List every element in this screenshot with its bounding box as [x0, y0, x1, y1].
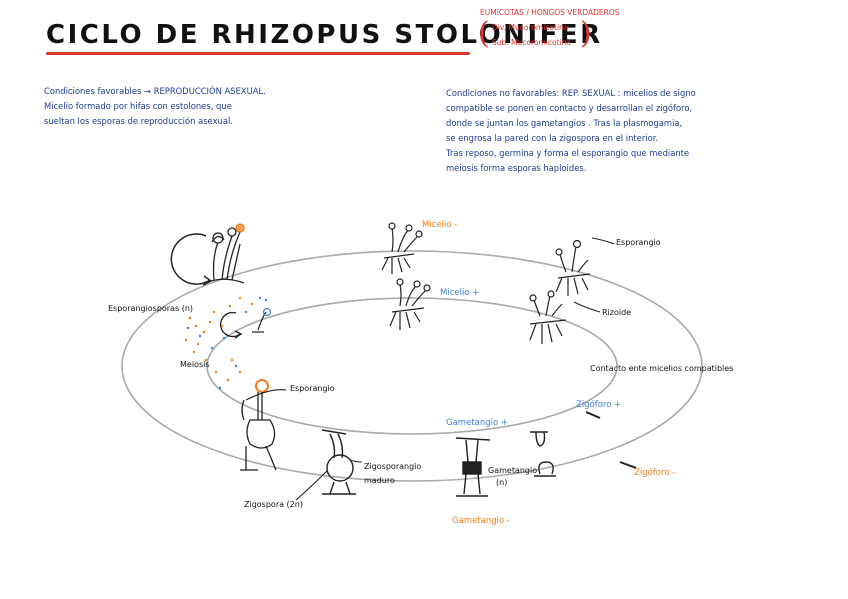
label-gametangio-n-ploidy: (n): [496, 478, 508, 487]
label-esporangiosporas: Esporangiosporas (n): [108, 304, 194, 313]
left-paren: (: [478, 16, 490, 51]
mycelium-right-lower: [529, 290, 567, 344]
label-meiosis: Meiosis: [180, 360, 210, 369]
inner-cycle-ellipse: [206, 297, 618, 435]
title-underline: [46, 52, 470, 55]
label-zigoforo-minus: Zigóforo -: [634, 468, 676, 478]
label-esporangio-left: Esporangio: [290, 384, 335, 393]
spores-scatter-blue: [186, 296, 268, 390]
taxonomy-line-3: Sub. Mucoromicotina: [492, 38, 571, 47]
mycelium-top-middle: [381, 222, 423, 274]
page-title: CICLO DE RHIZOPUS STOLONIFER: [46, 20, 603, 50]
gametangia-structures: [321, 411, 637, 497]
sexual-note-line: compatible se ponen en contacto y desarr…: [446, 103, 693, 113]
asexual-note-line: Micelio formado por hifas con estolones,…: [44, 101, 232, 111]
label-zigospora: Zigospora (2n): [244, 500, 303, 509]
label-contacto: Contacto ente micelios compatibles: [590, 364, 734, 373]
asexual-note-line: Condiciones favorables → REPRODUCCIÓN AS…: [44, 86, 266, 96]
taxonomy-line-2: Div. Mucoromicotina: [492, 23, 569, 32]
label-gametangio-minus: Gametangio -: [452, 516, 510, 526]
label-esporangio-top: Esporangio: [616, 238, 661, 247]
taxonomy-line-1: EUMICOTAS / HONGOS VERDADEROS: [480, 8, 620, 17]
asexual-cycle-arrow-top: [170, 233, 213, 286]
label-gametangio-plus: Gametangio +: [446, 418, 509, 428]
right-paren: ): [580, 16, 592, 51]
pointer-lines: [245, 237, 615, 501]
label-micelio-plus: Micelio +: [440, 288, 480, 298]
sexual-note-line: se engrosa la pared con la zigospora en …: [446, 133, 659, 143]
germinating-sporangium: [240, 379, 277, 471]
sexual-note: Condiciones no favorables: REP. SEXUAL :…: [446, 86, 696, 176]
label-micelio-minus: Micelio -: [422, 220, 458, 230]
label-zigosporangio-maduro: maduro: [364, 476, 395, 485]
sexual-note-line: Tras reposo, germina y forma el esporang…: [446, 148, 690, 158]
sexual-note-line: donde se juntan los gametangios . Tras l…: [446, 118, 683, 128]
sexual-note-line: meiosis forma esporas haploides.: [446, 163, 587, 173]
label-rizoide: Rizoide: [602, 308, 632, 317]
mycelium-mid-middle: [389, 278, 431, 330]
label-gametangio-n: Gametangio: [488, 466, 538, 475]
spores-scatter: [184, 296, 254, 382]
label-zigosporangio: Zigosporangio: [364, 462, 422, 471]
mycelium-right-upper: [555, 239, 591, 296]
sexual-note-line: Condiciones no favorables: REP. SEXUAL :…: [446, 88, 696, 98]
asexual-note: Condiciones favorables → REPRODUCCIÓN AS…: [44, 84, 266, 129]
outer-cycle-ellipse: [121, 250, 703, 482]
asexual-note-line: sueltan los esporas de reproducción asex…: [44, 116, 233, 126]
label-zigoforo-plus: Zigóforo +: [576, 400, 622, 410]
sporangia-cluster-top-left: [207, 223, 245, 284]
small-sporangium: [252, 307, 272, 333]
